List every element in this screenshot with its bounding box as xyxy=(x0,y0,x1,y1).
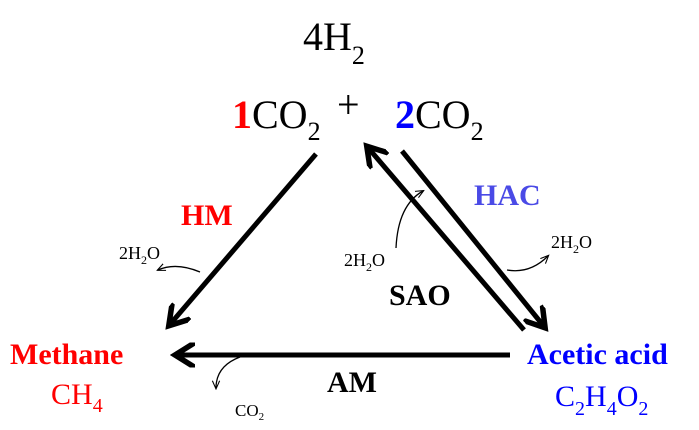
hac-label: HAC xyxy=(474,179,541,212)
sao-arrow xyxy=(370,150,526,332)
hm-arrow xyxy=(172,152,318,322)
sao-label: SAO xyxy=(389,279,451,312)
am-co2-arrow xyxy=(216,356,241,388)
h2-label: 4H2 xyxy=(303,14,365,70)
acetic-acid-name: Acetic acid xyxy=(527,338,668,371)
sao-water-arrow xyxy=(395,191,423,249)
hac-water-arrow xyxy=(506,256,548,272)
methane-formula: CH4 xyxy=(51,378,103,417)
plus-sign: + xyxy=(337,82,360,127)
methane-name: Methane xyxy=(10,338,123,371)
hm-label: HM xyxy=(181,199,233,232)
sao-water-label: 2H2O xyxy=(344,250,385,274)
am-label: AM xyxy=(327,366,377,399)
co2-path1-label: 1CO2 xyxy=(232,92,321,146)
hac-arrow xyxy=(400,149,542,324)
acetic-acid-formula: C2H4O2 xyxy=(555,380,648,420)
am-co2-label: CO2 xyxy=(235,401,264,423)
co2-path2-label: 2CO2 xyxy=(395,92,484,146)
hac-water-label: 2H2O xyxy=(551,232,592,256)
hm-water-arrow xyxy=(158,266,201,273)
hm-water-label: 2H2O xyxy=(119,243,160,267)
